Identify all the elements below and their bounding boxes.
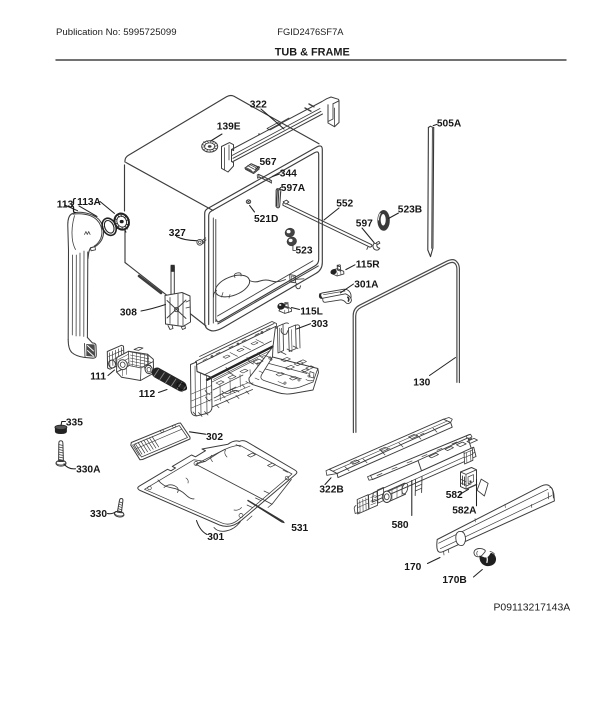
svg-text:P09113217143A: P09113217143A <box>494 603 571 614</box>
svg-text:115R: 115R <box>356 260 380 271</box>
svg-text:130: 130 <box>413 377 430 388</box>
svg-text:505A: 505A <box>437 119 462 130</box>
svg-text:597A: 597A <box>281 183 306 194</box>
svg-text:531: 531 <box>291 523 308 534</box>
svg-text:302: 302 <box>206 432 223 443</box>
svg-text:523: 523 <box>296 246 313 257</box>
svg-text:303: 303 <box>311 319 328 330</box>
svg-text:330: 330 <box>90 509 107 520</box>
svg-text:308: 308 <box>120 307 137 318</box>
svg-text:170B: 170B <box>442 575 466 586</box>
svg-text:330A: 330A <box>76 465 101 476</box>
svg-text:113A: 113A <box>77 197 101 208</box>
svg-text:{: { <box>71 197 76 214</box>
svg-text:301A: 301A <box>354 280 379 291</box>
svg-text:322: 322 <box>250 100 267 111</box>
svg-text:552: 552 <box>336 199 353 210</box>
svg-text:FGID2476SF7A: FGID2476SF7A <box>277 27 344 37</box>
svg-text:112: 112 <box>139 389 156 400</box>
svg-text:582A: 582A <box>452 506 477 517</box>
svg-text:Publication No: 5995725099: Publication No: 5995725099 <box>56 27 177 38</box>
svg-text:322B: 322B <box>319 484 343 495</box>
svg-text:344: 344 <box>280 168 297 179</box>
svg-text:523B: 523B <box>398 205 422 216</box>
svg-text:170: 170 <box>404 562 421 573</box>
svg-text:567: 567 <box>260 157 277 168</box>
svg-text:301: 301 <box>207 532 224 543</box>
svg-text:115L: 115L <box>300 307 323 318</box>
svg-text:139E: 139E <box>217 122 241 133</box>
svg-text:521D: 521D <box>254 214 278 225</box>
svg-text:113: 113 <box>57 200 74 211</box>
svg-text:582: 582 <box>446 490 463 501</box>
svg-text:TUB & FRAME: TUB & FRAME <box>275 47 350 59</box>
svg-text:580: 580 <box>392 520 409 531</box>
svg-text:111: 111 <box>90 372 106 383</box>
svg-text:327: 327 <box>169 228 186 239</box>
svg-text:335: 335 <box>66 417 83 428</box>
svg-text:597: 597 <box>356 219 373 230</box>
